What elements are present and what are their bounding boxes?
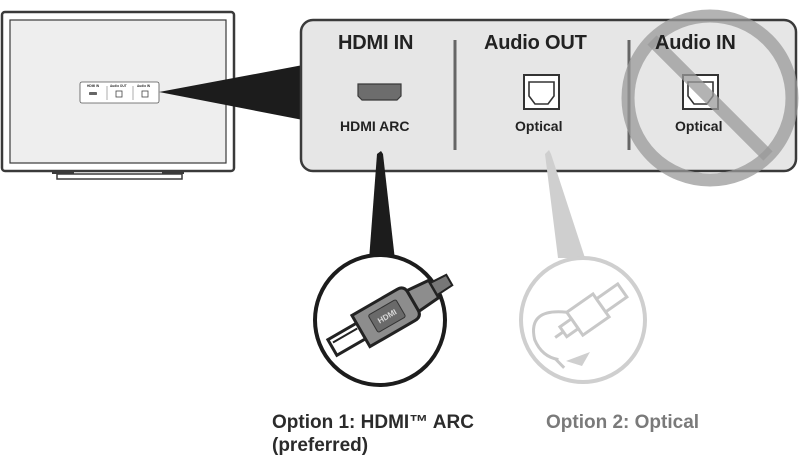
mini-optical-in-port-icon bbox=[141, 90, 149, 98]
optical-arrow-icon bbox=[566, 352, 590, 366]
hdmi-callout-funnel bbox=[369, 151, 395, 260]
audio-in-header: Audio IN bbox=[655, 32, 736, 54]
audio-out-header: Audio OUT bbox=[484, 32, 587, 54]
mini-optical-port-icon bbox=[115, 90, 123, 98]
hdmi-arc-label: HDMI ARC bbox=[340, 118, 410, 134]
mini-hdmi-port-icon bbox=[89, 92, 97, 95]
option1-title: Option 1: HDMI™ ARC bbox=[272, 412, 474, 433]
optical-callout-funnel bbox=[545, 150, 585, 258]
mini-audio-in-label: Audio IN bbox=[137, 84, 151, 88]
audio-out-optical-label: Optical bbox=[515, 118, 563, 134]
option1-caption: Option 1: HDMI™ ARC (preferred) bbox=[272, 411, 474, 457]
optical-cable-icon bbox=[519, 256, 647, 384]
mini-audio-out-label: Audio OUT bbox=[110, 84, 127, 88]
tv-stand-leg-left bbox=[52, 171, 74, 174]
audio-in-optical-label: Optical bbox=[675, 118, 723, 134]
optical-out-port-icon bbox=[523, 74, 560, 110]
mini-hdmi-label: HDMI IN bbox=[87, 84, 100, 88]
zoom-callout-wedge bbox=[159, 65, 303, 120]
prohibited-icon bbox=[621, 9, 799, 187]
tv-stand-leg-right bbox=[162, 171, 184, 174]
tv-stand-base bbox=[56, 173, 183, 180]
option2-caption: Option 2: Optical bbox=[546, 412, 700, 433]
hdmi-cable-icon: HDMI bbox=[313, 253, 454, 387]
hdmi-in-header: HDMI IN bbox=[338, 32, 414, 54]
option1-preferred: (preferred) bbox=[272, 435, 369, 456]
hdmi-port-icon bbox=[357, 83, 402, 101]
